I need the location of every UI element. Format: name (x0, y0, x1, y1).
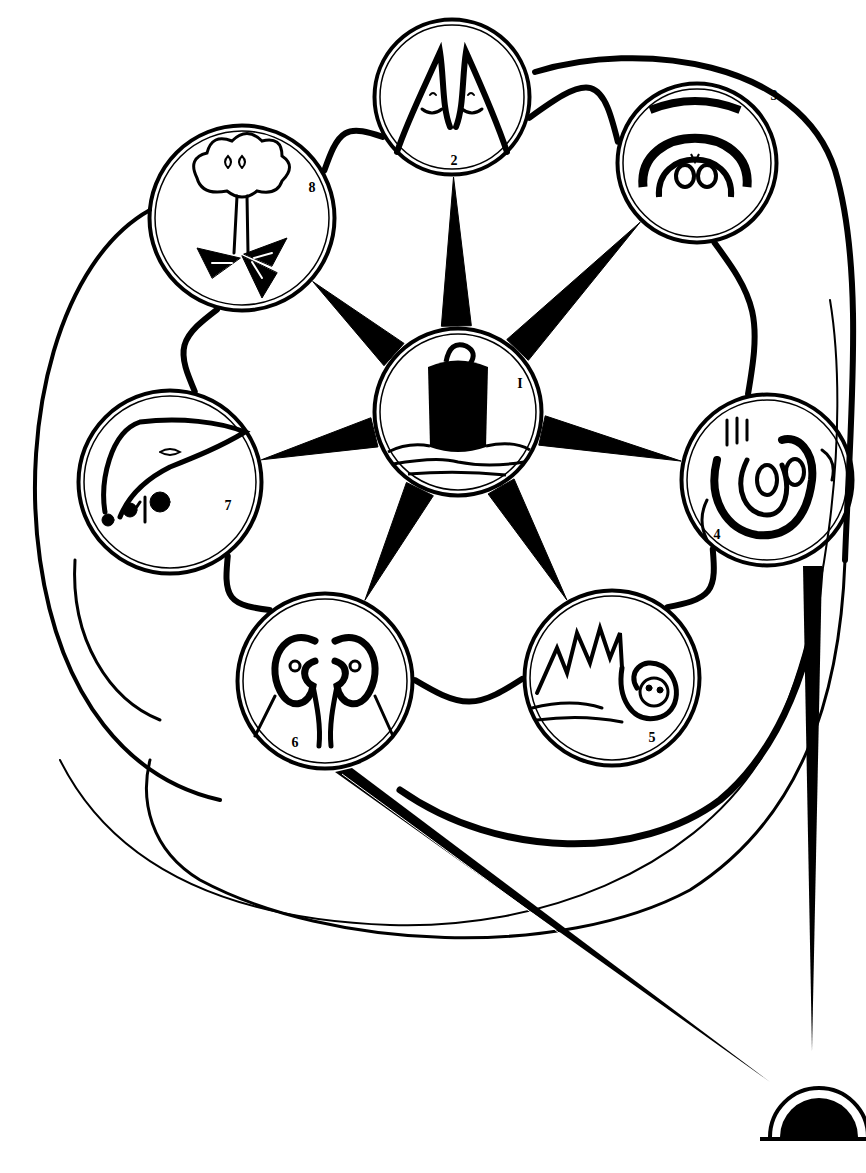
organ-circle: 8 (147, 123, 337, 313)
outer-loop (400, 570, 820, 844)
callout-number: 4 (714, 528, 721, 542)
callout-number: 5 (649, 731, 656, 745)
organ-circle: 6 (235, 591, 415, 771)
callout-number: 3 (771, 89, 778, 103)
ring-link (667, 549, 713, 607)
star-spike (365, 482, 433, 600)
throat-drawing (643, 101, 747, 197)
long-spike (803, 566, 822, 1052)
circle-outline (147, 123, 337, 313)
star-spike (441, 177, 471, 326)
outer-loop (35, 210, 220, 800)
long-spike (335, 768, 770, 1082)
outer-loop (75, 560, 160, 720)
star-spike (488, 479, 567, 600)
star-spike (261, 418, 378, 460)
circle-outline (522, 588, 702, 768)
star-spike (313, 281, 404, 365)
callout-number: 8 (309, 181, 316, 195)
star-spike (507, 222, 640, 360)
ring-link (226, 556, 269, 610)
star-spike (539, 416, 681, 461)
callout-number: 7 (225, 499, 232, 513)
heart-drawing (702, 418, 833, 540)
organ-circle: 2 (372, 17, 532, 177)
dome (760, 1088, 866, 1139)
circle-outline (615, 81, 779, 245)
ring-link (529, 88, 618, 142)
circle-outline (372, 326, 544, 498)
ring-link (715, 243, 755, 394)
circle-outline (76, 388, 264, 576)
callout-number: 6 (292, 736, 299, 750)
kidney-drawing (255, 637, 393, 746)
circle-outline (235, 591, 415, 771)
outer-loop (60, 300, 837, 925)
organ-circle: 4 (679, 392, 855, 568)
organ-circle: I (372, 326, 544, 498)
organ-circle: 3 (615, 81, 779, 245)
ring-link (324, 131, 382, 171)
organ-circle: 7 (76, 388, 264, 576)
vessel-drawing (388, 345, 530, 475)
callout-number: 2 (451, 154, 458, 168)
callout-number: I (517, 377, 522, 391)
organ-circle: 5 (522, 588, 702, 768)
lung-drawing (194, 134, 290, 299)
ring-link (183, 310, 217, 392)
outer-loop (535, 58, 853, 560)
nose-drawing (397, 52, 507, 152)
circle-outline (679, 392, 855, 568)
circle-outline (372, 17, 532, 177)
spleen-drawing (532, 628, 676, 722)
ring-link (415, 679, 522, 702)
liver-drawing (102, 420, 245, 526)
long-spike (342, 774, 760, 1080)
